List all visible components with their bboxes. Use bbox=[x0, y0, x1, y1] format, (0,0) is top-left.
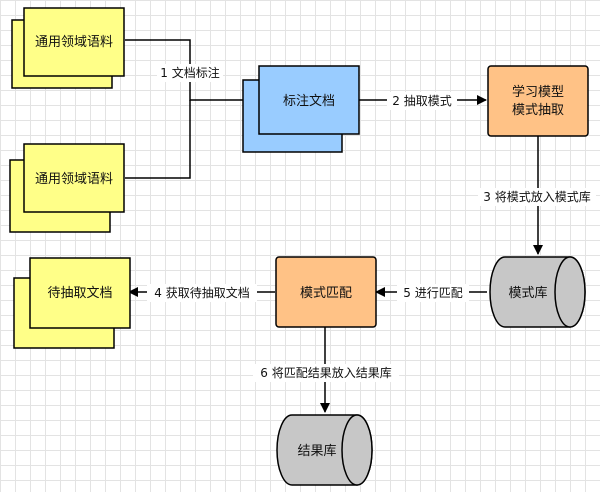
edge-corpus-bottom-to-annotated bbox=[125, 100, 191, 179]
node-learn-model: 学习模型 模式抽取 bbox=[487, 65, 589, 137]
node-corpus-bottom-label: 通用领域语料 bbox=[35, 172, 113, 187]
node-result-db: 结果库 bbox=[276, 414, 373, 486]
edge-label-step2: 2 抽取模式 bbox=[392, 94, 451, 108]
node-annotated-docs: 标注文档 bbox=[242, 65, 360, 153]
node-pattern-db: 模式库 bbox=[489, 256, 586, 328]
node-docs-to-extract-label: 待抽取文档 bbox=[47, 286, 112, 301]
node-result-db-label: 结果库 bbox=[297, 443, 336, 459]
edge-label-step5: 5 进行匹配 bbox=[403, 286, 462, 300]
edge-label-step6: 6 将匹配结果放入结果库 bbox=[260, 365, 391, 380]
node-corpus-top-label: 通用领域语料 bbox=[35, 35, 113, 50]
edge-label-step4: 4 获取待抽取文档 bbox=[154, 285, 249, 300]
node-corpus-bottom: 通用领域语料 bbox=[9, 143, 125, 233]
edge-label-step3: 3 将模式放入模式库 bbox=[483, 189, 590, 204]
node-pattern-db-label: 模式库 bbox=[508, 285, 547, 301]
node-learn-model-line1: 学习模型 bbox=[512, 84, 564, 100]
node-learn-model-line2: 模式抽取 bbox=[512, 103, 564, 118]
node-pattern-match-label: 模式匹配 bbox=[300, 286, 352, 301]
node-docs-to-extract: 待抽取文档 bbox=[13, 257, 131, 349]
node-annotated-docs-label: 标注文档 bbox=[283, 94, 335, 109]
edge-labels: 1 文档标注 2 抽取模式 3 将模式放入模式库 4 获取待抽取文档 5 进行匹… bbox=[147, 64, 596, 382]
node-corpus-top: 通用领域语料 bbox=[11, 7, 125, 89]
node-pattern-match: 模式匹配 bbox=[275, 256, 377, 328]
edge-label-step1: 1 文档标注 bbox=[160, 65, 219, 80]
